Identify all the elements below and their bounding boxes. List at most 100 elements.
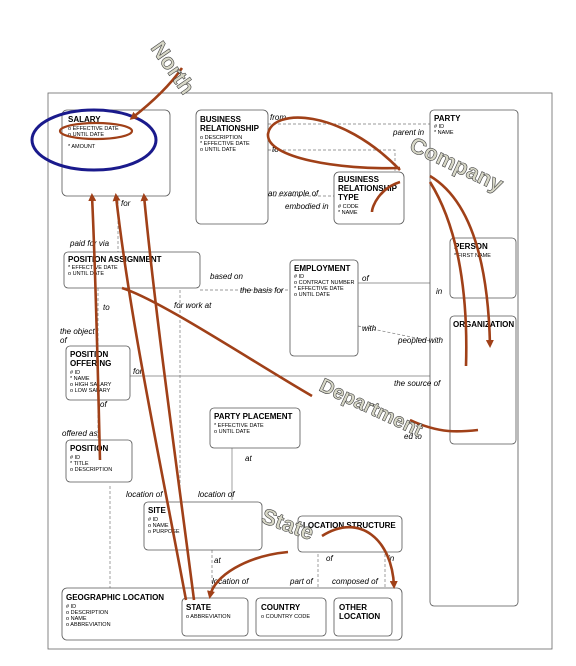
svg-text:with: with [362, 324, 377, 333]
svg-text:at: at [214, 556, 221, 565]
svg-text:OFFERING: OFFERING [70, 359, 111, 368]
svg-text:location of: location of [126, 490, 163, 499]
svg-text:o PURPOSE: o PURPOSE [148, 529, 180, 535]
svg-text:SITE: SITE [148, 506, 166, 515]
svg-text:o EFFECTIVE DATE: o EFFECTIVE DATE [68, 126, 119, 132]
svg-text:at: at [245, 454, 252, 463]
entity-business-relationship[interactable]: BUSINESS RELATIONSHIP o DESCRIPTION * EF… [195, 109, 269, 225]
relationship-lines [97, 123, 451, 588]
highlight-ring [30, 108, 158, 172]
svg-text:# ID: # ID [70, 455, 80, 461]
svg-text:OTHER: OTHER [339, 603, 367, 612]
svg-text:TYPE: TYPE [338, 193, 360, 202]
svg-text:BUSINESS: BUSINESS [338, 175, 380, 184]
svg-text:# ID: # ID [434, 124, 444, 130]
svg-text:POSITION: POSITION [70, 350, 108, 359]
entity-employment[interactable]: EMPLOYMENT # ID o CONTRACT NUMBER * EFFE… [289, 259, 359, 357]
svg-text:State: State [258, 503, 317, 545]
entity-party-placement[interactable]: PARTY PLACEMENT * EFFECTIVE DATE o UNTIL… [209, 407, 301, 449]
highlight-oval [58, 121, 134, 141]
entity-other-location[interactable]: OTHER LOCATION [333, 597, 393, 637]
svg-text:for: for [133, 367, 143, 376]
svg-text:PARTY: PARTY [434, 114, 461, 123]
svg-text:# ID: # ID [148, 517, 158, 523]
svg-text:POSITION ASSIGNMENT: POSITION ASSIGNMENT [68, 255, 162, 264]
label-3d-north: North [146, 36, 201, 99]
svg-text:STATE: STATE [186, 603, 212, 612]
relationship-labels: from to parent in an example of embodied… [60, 113, 443, 586]
svg-text:of: of [60, 336, 67, 345]
svg-text:o LOW SALARY: o LOW SALARY [70, 388, 111, 394]
svg-text:LOCATION: LOCATION [339, 612, 380, 621]
svg-text:to: to [103, 303, 110, 312]
salary-title: SALARY [68, 115, 101, 124]
svg-text:o DESCRIPTION: o DESCRIPTION [70, 467, 112, 473]
svg-text:paid for via: paid for via [69, 239, 110, 248]
svg-text:to: to [272, 145, 279, 154]
svg-text:EMPLOYMENT: EMPLOYMENT [294, 264, 351, 273]
svg-text:from: from [270, 113, 286, 122]
svg-text:o DESCRIPTION: o DESCRIPTION [66, 610, 108, 616]
svg-text:* EFFECTIVE DATE: * EFFECTIVE DATE [200, 141, 250, 147]
svg-text:in: in [388, 554, 395, 563]
svg-text:for work at: for work at [174, 301, 212, 310]
svg-text:* EFFECTIVE DATE: * EFFECTIVE DATE [214, 423, 264, 429]
svg-text:PARTY PLACEMENT: PARTY PLACEMENT [214, 412, 292, 421]
svg-text:o UNTIL DATE: o UNTIL DATE [214, 429, 250, 435]
entity-state[interactable]: STATE o ABBREVIATION [181, 597, 249, 637]
svg-text:the source of: the source of [394, 379, 441, 388]
entity-location-structure[interactable]: LOCATION STRUCTURE [297, 515, 403, 553]
svg-text:based on: based on [210, 272, 243, 281]
svg-text:o HIGH SALARY: o HIGH SALARY [70, 382, 112, 388]
svg-text:for: for [121, 199, 131, 208]
svg-text:composed of: composed of [332, 577, 379, 586]
svg-text:parent in: parent in [392, 128, 425, 137]
svg-text:of: of [100, 400, 107, 409]
diagram-frame [47, 92, 553, 650]
svg-text:o DESCRIPTION: o DESCRIPTION [200, 135, 242, 141]
svg-text:o NAME: o NAME [66, 616, 87, 622]
entity-country[interactable]: COUNTRY o COUNTRY CODE [255, 597, 327, 637]
svg-text:* AMOUNT: * AMOUNT [68, 144, 96, 150]
svg-text:o UNTIL DATE: o UNTIL DATE [294, 292, 330, 298]
svg-text:o ABBREVIATION: o ABBREVIATION [66, 622, 111, 628]
svg-text:* TITLE: * TITLE [70, 461, 89, 467]
svg-text:embodied in: embodied in [285, 202, 329, 211]
svg-text:location of: location of [212, 577, 249, 586]
svg-text:BUSINESS: BUSINESS [200, 115, 242, 124]
entity-site[interactable]: SITE # ID o NAME o PURPOSE [143, 501, 263, 551]
svg-text:COUNTRY: COUNTRY [261, 603, 301, 612]
svg-text:in: in [436, 287, 443, 296]
svg-text:PERSON: PERSON [454, 242, 488, 251]
mapping-arrows [88, 67, 494, 601]
svg-text:o COUNTRY CODE: o COUNTRY CODE [261, 614, 310, 620]
svg-text:# ID: # ID [66, 604, 76, 610]
svg-text:o UNTIL DATE: o UNTIL DATE [200, 147, 236, 153]
svg-text:* EFFECTIVE DATE: * EFFECTIVE DATE [294, 286, 344, 292]
svg-text:# CODE: # CODE [338, 204, 359, 210]
svg-text:# ID: # ID [70, 370, 80, 376]
entity-position[interactable]: POSITION # ID * TITLE o DESCRIPTION [65, 439, 133, 483]
svg-text:GEOGRAPHIC LOCATION: GEOGRAPHIC LOCATION [66, 593, 164, 602]
svg-text:* NAME: * NAME [338, 210, 358, 216]
svg-text:RELATIONSHIP: RELATIONSHIP [338, 184, 398, 193]
svg-text:offered as: offered as [62, 429, 98, 438]
svg-text:ed to: ed to [404, 432, 422, 441]
entity-position-assignment[interactable]: POSITION ASSIGNMENT * EFFECTIVE DATE o U… [63, 251, 201, 289]
svg-text:* FIRST NAME: * FIRST NAME [454, 253, 491, 259]
svg-text:ORGANIZATION: ORGANIZATION [453, 320, 514, 329]
svg-text:o ABBREVIATION: o ABBREVIATION [186, 614, 231, 620]
entity-business-relationship-type[interactable]: BUSINESS RELATIONSHIP TYPE # CODE * NAME [333, 171, 405, 225]
svg-text:POSITION: POSITION [70, 444, 108, 453]
svg-text:the object: the object [60, 327, 95, 336]
svg-text:North: North [146, 37, 200, 99]
entity-salary[interactable]: SALARY o EFFECTIVE DATE o UNTIL DATE * A… [61, 109, 171, 197]
svg-text:part of: part of [289, 577, 313, 586]
entity-organization[interactable]: ORGANIZATION [449, 315, 517, 445]
svg-text:the basis for: the basis for [240, 286, 284, 295]
svg-text:LOCATION STRUCTURE: LOCATION STRUCTURE [303, 521, 396, 530]
svg-text:* NAME: * NAME [434, 130, 454, 136]
svg-text:RELATIONSHIP: RELATIONSHIP [200, 124, 260, 133]
svg-text:peopled with: peopled with [397, 336, 443, 345]
